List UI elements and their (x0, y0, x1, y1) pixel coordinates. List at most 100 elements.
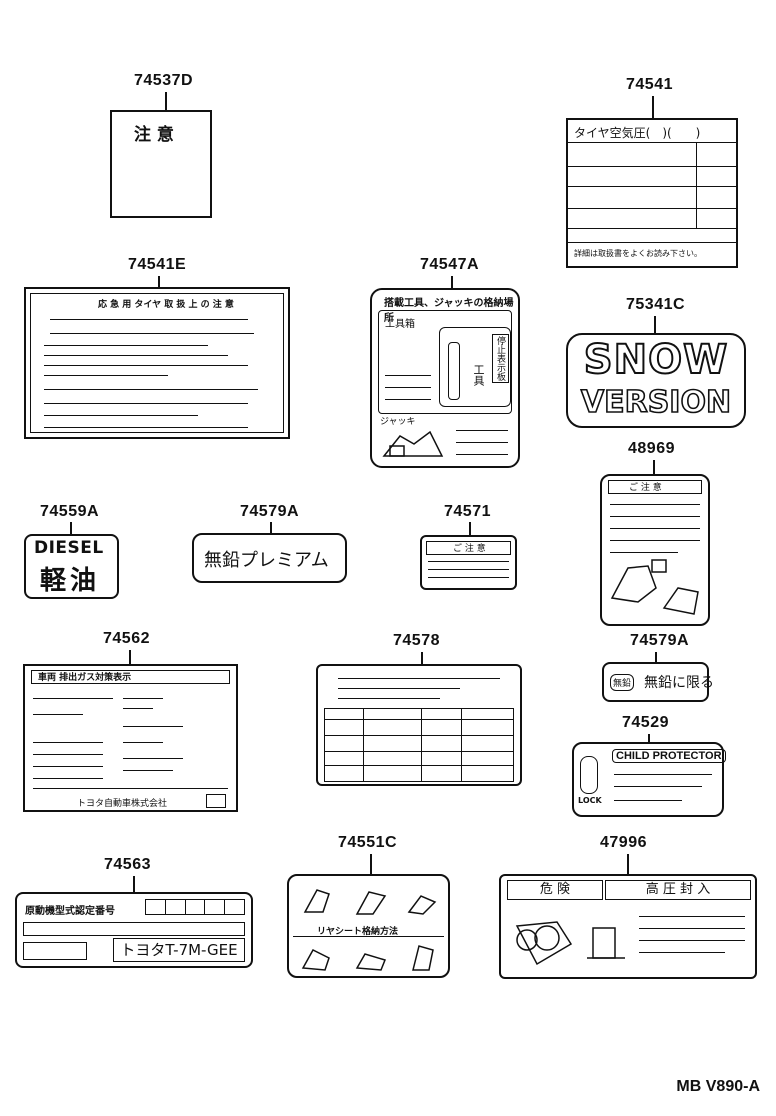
text-line (614, 800, 682, 801)
leader-line (158, 276, 160, 288)
text-line (44, 403, 248, 404)
snow-text: SNOW (583, 337, 729, 383)
label-74551c: リヤシート格納方法 (287, 874, 450, 978)
text-line (123, 698, 163, 699)
text-line (639, 928, 745, 929)
tool-box-text: 工具箱 (385, 319, 415, 330)
part-number-74541: 74541 (626, 76, 673, 93)
rear-seat-text: リヤシート格納方法 (317, 927, 399, 937)
lock-switch-icon (580, 756, 598, 794)
leader-line (421, 652, 423, 664)
text-line (385, 375, 431, 376)
seat-fold-step-icons (299, 882, 439, 920)
part-number-74551c: 74551C (338, 834, 398, 851)
text-line (33, 778, 103, 779)
text-line (639, 916, 745, 917)
label-74537d: 注 意 (110, 110, 212, 218)
text-line (428, 577, 509, 578)
seat-drawing-icon (608, 558, 704, 618)
engine-code-text: トヨタT-7M-GEE (113, 938, 245, 962)
part-number-74559a: 74559A (40, 503, 100, 520)
text-line (614, 786, 702, 787)
leader-line (652, 96, 654, 118)
text-line (33, 754, 103, 755)
jack-handle-icon (448, 342, 460, 400)
rule (568, 208, 736, 209)
cert-title-text: 原動機型式認定番号 (25, 906, 115, 917)
label-74547a: 搭載工具、ジャッキの格納場所 工具箱 工具 停止表示板 ジャッキ (370, 288, 520, 468)
rule (568, 166, 736, 167)
text-line (385, 387, 431, 388)
text-line (610, 552, 678, 553)
shock-absorber-icon (507, 904, 631, 970)
seat-stow-step-icons (299, 940, 439, 974)
stamp-box (206, 794, 226, 808)
text-line (338, 688, 460, 689)
part-number-74547a: 74547A (420, 256, 480, 273)
text-line (33, 698, 113, 699)
lock-text: LOCK (578, 796, 602, 805)
text-line (44, 365, 248, 366)
text-line (123, 726, 183, 727)
rule (568, 186, 736, 187)
label-74559a: DIESEL 軽油 (24, 534, 119, 599)
emission-header: 車両 排出ガス対策表示 (31, 670, 230, 684)
version-text: VERSION (580, 384, 732, 421)
part-number-74563: 74563 (104, 856, 151, 873)
leader-line (627, 854, 629, 874)
tool-title: 搭載工具、ジャッキの格納場所 (384, 298, 514, 324)
spec-table (324, 708, 514, 782)
label-74562: 車両 排出ガス対策表示 トヨタ自動車株式会社 (23, 664, 238, 812)
premium-unleaded-text: 無鉛プレミアム (204, 550, 329, 571)
jack-text: ジャッキ (380, 417, 416, 427)
text-line (44, 427, 248, 428)
inner-frame (30, 293, 284, 433)
text-line (33, 766, 103, 767)
child-protector-text: CHILD PROTECTOR (612, 749, 726, 763)
label-74563: 原動機型式認定番号 トヨタT-7M-GEE (15, 892, 253, 968)
notice-header: ご 注 意 (426, 541, 511, 555)
danger-text: 危 険 (507, 880, 603, 900)
label-74529: CHILD PROTECTOR LOCK (572, 742, 726, 817)
text-line (456, 430, 508, 431)
cert-field (23, 922, 245, 936)
emission-text: 車両 排出ガス対策表示 (38, 673, 132, 683)
text-line (44, 355, 228, 356)
caution-text: 注 意 (134, 125, 174, 145)
part-number-74529: 74529 (622, 714, 669, 731)
cert-digit-box (205, 900, 226, 914)
text-line (123, 758, 183, 759)
table-rule (325, 765, 513, 766)
tool-2-text: 停止表示板 (492, 334, 509, 383)
spare-tire-title: 応 急 用 タイヤ 取 扱 上 の 注 意 (98, 300, 234, 310)
leader-line (469, 522, 471, 535)
table-rule (325, 751, 513, 752)
leader-line (655, 652, 657, 662)
unleaded-short-text: 無鉛 (610, 674, 635, 691)
table-rule (363, 709, 364, 781)
label-74571: ご 注 意 (420, 535, 517, 590)
rule (568, 228, 736, 229)
text-line (44, 375, 168, 376)
text-line (33, 742, 103, 743)
cert-digit-box (166, 900, 186, 914)
text-line (639, 952, 725, 953)
leader-line (129, 650, 131, 664)
tool-drawing: 工具 停止表示板 (439, 327, 511, 407)
tire-pressure-header: タイヤ空気圧( )( ) (574, 126, 701, 140)
text-line (44, 415, 198, 416)
label-74541: タイヤ空気圧( )( ) 詳細は取扱書をよくお読み下さい。 (566, 118, 738, 268)
part-number-74562: 74562 (103, 630, 150, 647)
leader-line (451, 276, 453, 288)
label-48969: ご 注 意 (600, 474, 710, 626)
rule (568, 242, 736, 243)
unleaded-limited-text: 無鉛に限る (644, 675, 714, 691)
tool-panel: 工具箱 工具 停止表示板 (378, 310, 512, 414)
cert-digit-box (146, 900, 166, 914)
part-number-48969: 48969 (628, 440, 675, 457)
maker-text: トヨタ自動車株式会社 (77, 799, 168, 809)
table-rule (325, 719, 513, 720)
leader-line (133, 876, 135, 892)
text-line (610, 516, 700, 517)
